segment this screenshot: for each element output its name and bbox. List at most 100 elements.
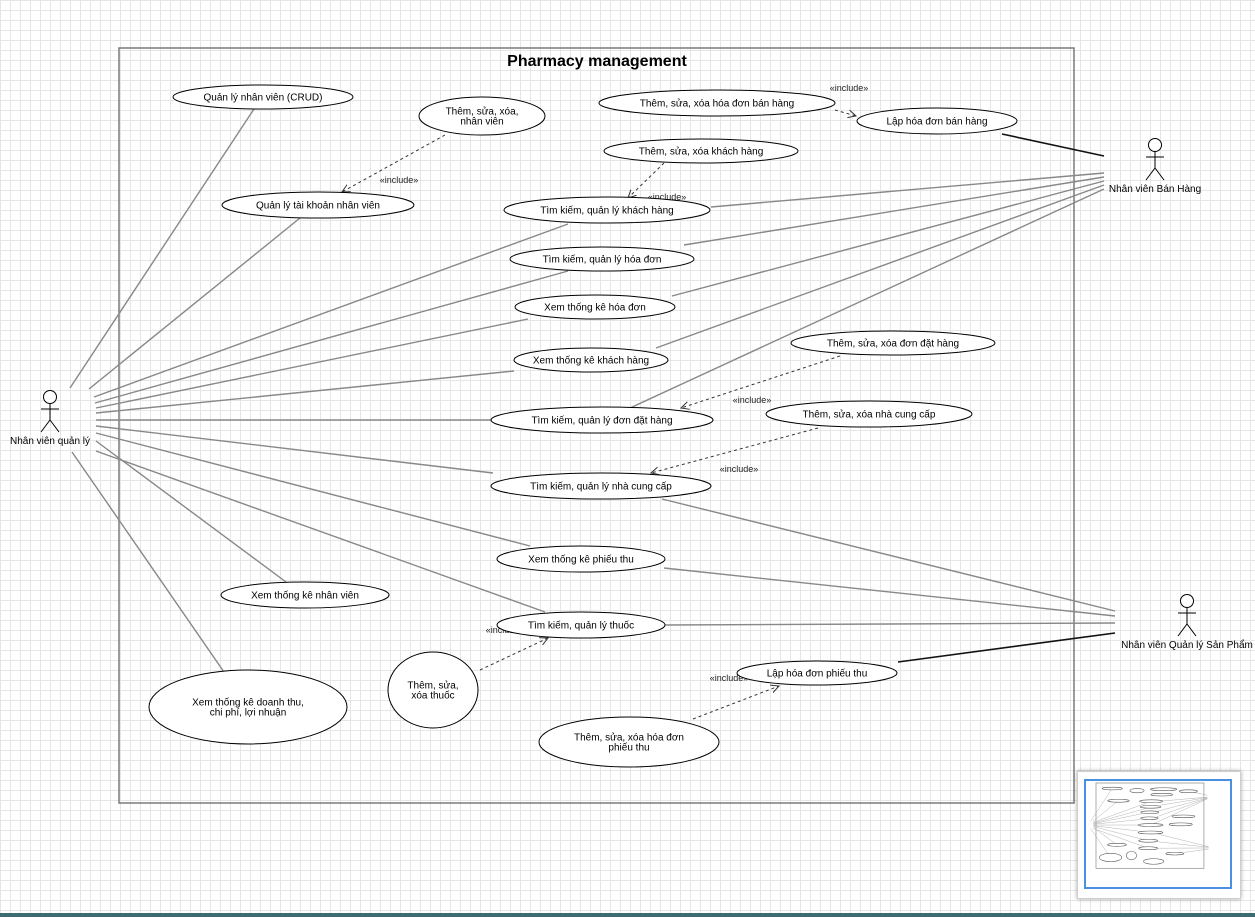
association-bh-uc12[interactable] xyxy=(629,188,1105,409)
use-case-ellipse[interactable] xyxy=(496,545,666,573)
use-case-uc11[interactable]: Thêm, sửa, xóa đơn đặt hàng xyxy=(790,330,996,356)
association-ql-uc1[interactable] xyxy=(69,108,255,389)
association-bh-uc8[interactable] xyxy=(683,176,1105,246)
include-uc6-uc7[interactable] xyxy=(628,162,665,198)
include-uc13-uc14[interactable] xyxy=(651,427,819,473)
minimap-use-case xyxy=(1101,786,1123,791)
association-sp-uc19[interactable] xyxy=(897,632,1116,663)
association-bh-uc10[interactable] xyxy=(655,184,1105,349)
use-case-uc14[interactable]: Tìm kiếm, quản lý nhà cung cấp xyxy=(490,472,712,500)
use-case-ellipse[interactable] xyxy=(790,330,996,356)
use-case-uc18[interactable]: Thêm, sửa,xóa thuốc xyxy=(387,651,479,729)
minimap-use-case xyxy=(1149,787,1178,791)
use-case-label: Lập hóa đơn phiếu thu xyxy=(767,668,868,680)
use-case-uc6[interactable]: Thêm, sửa, xóa khách hàng xyxy=(603,138,799,164)
include-uc2-uc3[interactable] xyxy=(342,134,446,192)
use-case-uc16[interactable]: Xem thống kê nhân viên xyxy=(220,581,390,609)
association-sp-uc15[interactable] xyxy=(663,567,1116,617)
association-ql-uc20[interactable] xyxy=(71,451,225,673)
use-case-label: nhân viên xyxy=(460,117,503,128)
use-case-ellipse[interactable] xyxy=(513,347,669,373)
use-case-label: Lập hóa đơn bán hàng xyxy=(886,117,987,128)
system-boundary[interactable] xyxy=(118,47,1075,804)
include-uc11-uc12[interactable] xyxy=(681,355,841,408)
use-cases: Quản lý nhân viên (CRUD) Thêm, sửa, xóa,n… xyxy=(148,84,1018,768)
minimap-use-case xyxy=(1165,851,1185,856)
use-case-ellipse[interactable] xyxy=(221,191,415,219)
include-uc18-uc17[interactable] xyxy=(479,638,548,671)
use-case-ellipse[interactable] xyxy=(538,716,720,768)
association-ql-uc10[interactable] xyxy=(95,370,515,414)
use-case-label: Thêm, sửa, xóa, xyxy=(446,106,519,118)
use-case-uc5[interactable]: Lập hóa đơn bán hàng xyxy=(856,107,1018,135)
use-case-label: Thêm, sửa, xóa hóa đơn xyxy=(574,732,684,744)
minimap-use-case xyxy=(1140,810,1160,814)
association-ql-uc8[interactable] xyxy=(94,270,569,404)
association-ql-uc14[interactable] xyxy=(95,425,494,474)
use-case-label: Thêm, sửa, xóa khách hàng xyxy=(639,146,764,158)
use-case-uc12[interactable]: Tìm kiếm, quản lý đơn đặt hàng xyxy=(490,406,714,434)
association-sp-uc14[interactable] xyxy=(661,498,1116,612)
use-case-ellipse[interactable] xyxy=(598,89,836,117)
use-case-uc4[interactable]: Thêm, sửa, xóa hóa đơn bán hàng xyxy=(598,89,836,117)
minimap-line xyxy=(1093,807,1147,824)
association-sp-uc17[interactable] xyxy=(663,622,1116,626)
minimap-use-case xyxy=(1143,858,1165,865)
actor-ql[interactable]: Nhân viên quản lý xyxy=(10,390,90,448)
use-case-ellipse[interactable] xyxy=(509,246,695,272)
use-case-ellipse[interactable] xyxy=(514,294,676,320)
association-ql-uc16[interactable] xyxy=(95,440,287,583)
use-case-label: Thêm, sửa, xóa hóa đơn bán hàng xyxy=(640,98,794,110)
use-case-ellipse[interactable] xyxy=(856,107,1018,135)
use-case-uc10[interactable]: Xem thống kê khách hàng xyxy=(513,347,669,373)
association-bh-uc7[interactable] xyxy=(710,172,1105,208)
use-case-ellipse[interactable] xyxy=(172,84,354,110)
use-case-uc15[interactable]: Xem thống kê phiếu thu xyxy=(496,545,666,573)
use-case-label: Xem thống kê doanh thu, xyxy=(192,697,304,709)
association-ql-uc3[interactable] xyxy=(88,217,301,390)
use-case-uc20[interactable]: Xem thống kê doanh thu,chi phí, lợi nhuậ… xyxy=(148,669,348,745)
use-case-uc1[interactable]: Quản lý nhân viên (CRUD) xyxy=(172,84,354,110)
association-ql-uc17[interactable] xyxy=(95,450,546,613)
actors: Nhân viên quản lý Nhân viên Bán HàngNhân … xyxy=(10,138,1253,652)
use-case-uc8[interactable]: Tìm kiếm, quản lý hóa đơn xyxy=(509,246,695,272)
use-case-ellipse[interactable] xyxy=(603,138,799,164)
association-bh-uc9[interactable] xyxy=(671,180,1105,297)
use-case-ellipse[interactable] xyxy=(148,669,348,745)
minimap-line xyxy=(1093,819,1141,825)
association-ql-uc15[interactable] xyxy=(95,432,531,547)
association-ql-uc9[interactable] xyxy=(95,318,529,409)
use-case-ellipse[interactable] xyxy=(503,196,711,224)
use-case-ellipse[interactable] xyxy=(220,581,390,609)
use-case-ellipse[interactable] xyxy=(496,611,666,639)
include-uc4-uc5[interactable] xyxy=(834,109,856,116)
use-case-uc9[interactable]: Xem thống kê hóa đơn xyxy=(514,294,676,320)
use-case-ellipse[interactable] xyxy=(765,400,973,428)
use-case-uc17[interactable]: Tìm kiếm, quản lý thuốc xyxy=(496,611,666,639)
use-case-label: xóa thuốc xyxy=(411,690,454,702)
include-uc21-uc19[interactable] xyxy=(692,686,779,720)
use-case-uc2[interactable]: Thêm, sửa, xóa,nhân viên xyxy=(418,96,546,136)
minimap-line xyxy=(1093,828,1145,847)
actor-body-icon xyxy=(40,403,60,433)
use-case-ellipse[interactable] xyxy=(490,472,712,500)
include-label: «include» xyxy=(710,673,749,683)
use-case-uc7[interactable]: Tìm kiếm, quản lý khách hàng xyxy=(503,196,711,224)
use-case-ellipse[interactable] xyxy=(387,651,479,729)
association-bh-uc5[interactable] xyxy=(1001,133,1105,157)
use-case-uc13[interactable]: Thêm, sửa, xóa nhà cung cấp xyxy=(765,400,973,428)
use-case-uc19[interactable]: Lập hóa đơn phiếu thu xyxy=(736,660,898,686)
minimap-use-case xyxy=(1150,793,1174,797)
actor-bh[interactable]: Nhân viên Bán Hàng xyxy=(1109,138,1201,196)
use-case-label: Thêm, sửa, xóa nhà cung cấp xyxy=(803,409,936,421)
use-case-ellipse[interactable] xyxy=(490,406,714,434)
use-case-ellipse[interactable] xyxy=(418,96,546,136)
actor-sp[interactable]: Nhân viên Quản lý Sản Phẩm xyxy=(1121,594,1253,652)
use-case-uc3[interactable]: Quản lý tài khoản nhân viên xyxy=(221,191,415,219)
diagram-minimap[interactable] xyxy=(1077,771,1241,899)
use-case-ellipse[interactable] xyxy=(736,660,898,686)
association-ql-uc7[interactable] xyxy=(93,223,569,398)
minimap-viewport[interactable] xyxy=(1084,779,1232,889)
use-case-label: Xem thống kê khách hàng xyxy=(533,355,649,367)
